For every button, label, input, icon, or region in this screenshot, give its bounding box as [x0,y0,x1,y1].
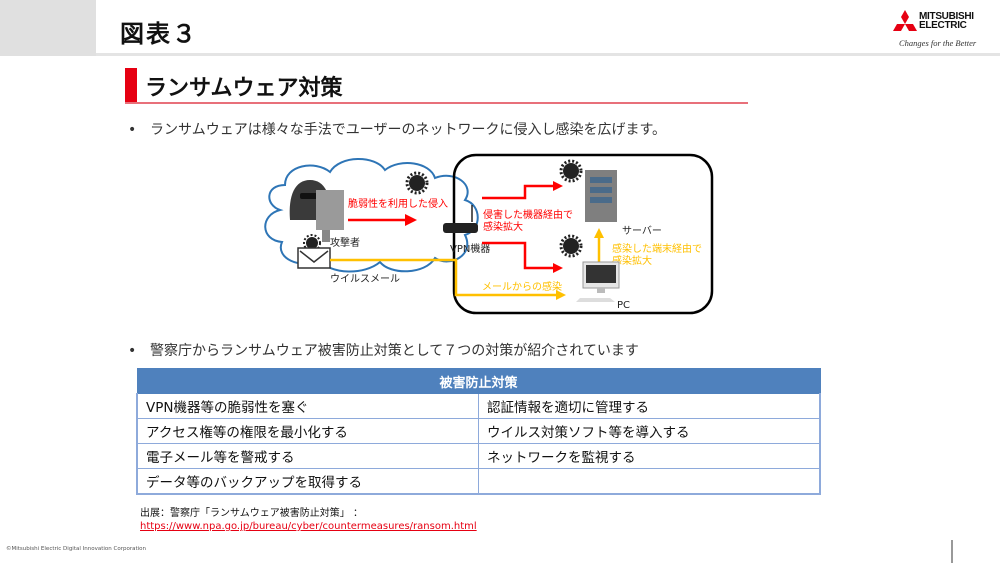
table-cell: ネットワークを監視する [478,443,821,469]
table-cell: 認証情報を適切に管理する [478,393,821,419]
spread-via-device-label-1: 侵害した機器経由で [483,208,573,221]
table-row: データ等のバックアップを取得する [136,468,821,495]
bullet-item: • 警察庁からランサムウェア被害防止対策として７つの対策が紹介されています [128,340,639,360]
spread-via-pc-label-2: 感染拡大 [612,254,652,267]
bullet-text: 警察庁からランサムウェア被害防止対策として７つの対策が紹介されています [150,343,639,359]
virus-mail-label: ウイルスメール [330,273,400,285]
table-row: VPN機器等の脆弱性を塞ぐ 認証情報を適切に管理する [136,393,821,419]
virus-icon [405,171,429,195]
logo-brand-line1: MITSUBISHI [919,11,974,22]
bullet-marker: • [128,122,137,138]
bullet-marker: • [128,343,137,359]
table-cell [478,468,821,495]
vuln-arrow-head [405,214,417,226]
table-row: 電子メール等を警戒する ネットワークを監視する [136,443,821,469]
table-cell: アクセス権等の権限を最小化する [136,418,479,444]
logo-brand-line2: ELECTRIC [919,20,967,31]
mail-infection-arrow [330,258,558,297]
table-header: 被害防止対策 [136,368,821,394]
section-title: ランサムウェア対策 [145,76,343,101]
internal-network-box [452,153,714,315]
logo-brand: MITSUBISHI ELECTRIC [919,11,974,31]
mitsubishi-electric-logo: MITSUBISHI ELECTRIC Changes for the Bett… [893,8,993,48]
vpn-router-icon [443,205,478,233]
virus-icon [559,234,583,258]
section-header: ランサムウェア対策 [125,68,748,104]
server-label: サーバー [622,225,662,237]
bullet-item: • ランサムウェアは様々な手法でユーザーのネットワークに侵入し感染を広げます。 [128,119,666,139]
table-cell: VPN機器等の脆弱性を塞ぐ [136,393,479,419]
ransomware-diagram: 攻撃者 ウイルスメール 脆弱性を利用した侵入 VPN機器 侵害した機器経由で 感… [264,153,714,315]
source-link[interactable]: https://www.npa.go.jp/bureau/cyber/count… [140,521,477,532]
copyright-text: ©Mitsubishi Electric Digital Innovation … [6,546,147,552]
top-bar: 図表３ MITSUBISHI ELECTRIC Changes for the … [0,0,1000,56]
top-bar-accent [0,0,96,56]
section-accent-bar [125,68,137,102]
vuln-intrusion-label: 脆弱性を利用した侵入 [348,197,448,210]
table-row: アクセス権等の権限を最小化する ウイルス対策ソフト等を導入する [136,418,821,444]
slide-divider [951,540,953,563]
logo-tagline: Changes for the Better [899,38,977,48]
attacker-label: 攻撃者 [330,236,360,249]
virus-icon [559,159,583,183]
spread-via-device-label-2: 感染拡大 [483,220,523,233]
table-cell: 電子メール等を警戒する [136,443,479,469]
mail-icon [297,247,331,269]
attacker-icon [289,180,344,242]
spread-arrow-pc [482,241,555,270]
spread-arrow-server [482,184,555,200]
source-label: 出展：警察庁「ランサムウェア被害防止対策」 ： [140,508,363,519]
mail-infection-label: メールからの感染 [482,280,562,293]
table-cell: ウイルス対策ソフト等を導入する [478,418,821,444]
source-citation: 出展：警察庁「ランサムウェア被害防止対策」 ： https://www.npa.… [140,507,477,533]
pc-icon [576,261,620,302]
spread-via-pc-label-1: 感染した端末経由で [612,242,702,255]
bullet-text: ランサムウェアは様々な手法でユーザーのネットワークに侵入し感染を広げます。 [150,122,667,138]
three-diamonds-icon [893,10,917,31]
figure-title: 図表３ [120,20,198,48]
server-icon [585,170,617,222]
table-cell: データ等のバックアップを取得する [136,468,479,495]
vpn-label: VPN機器 [450,242,490,255]
countermeasures-table: 被害防止対策 VPN機器等の脆弱性を塞ぐ 認証情報を適切に管理する アクセス権等… [136,368,821,495]
pc-label: PC [617,300,630,311]
